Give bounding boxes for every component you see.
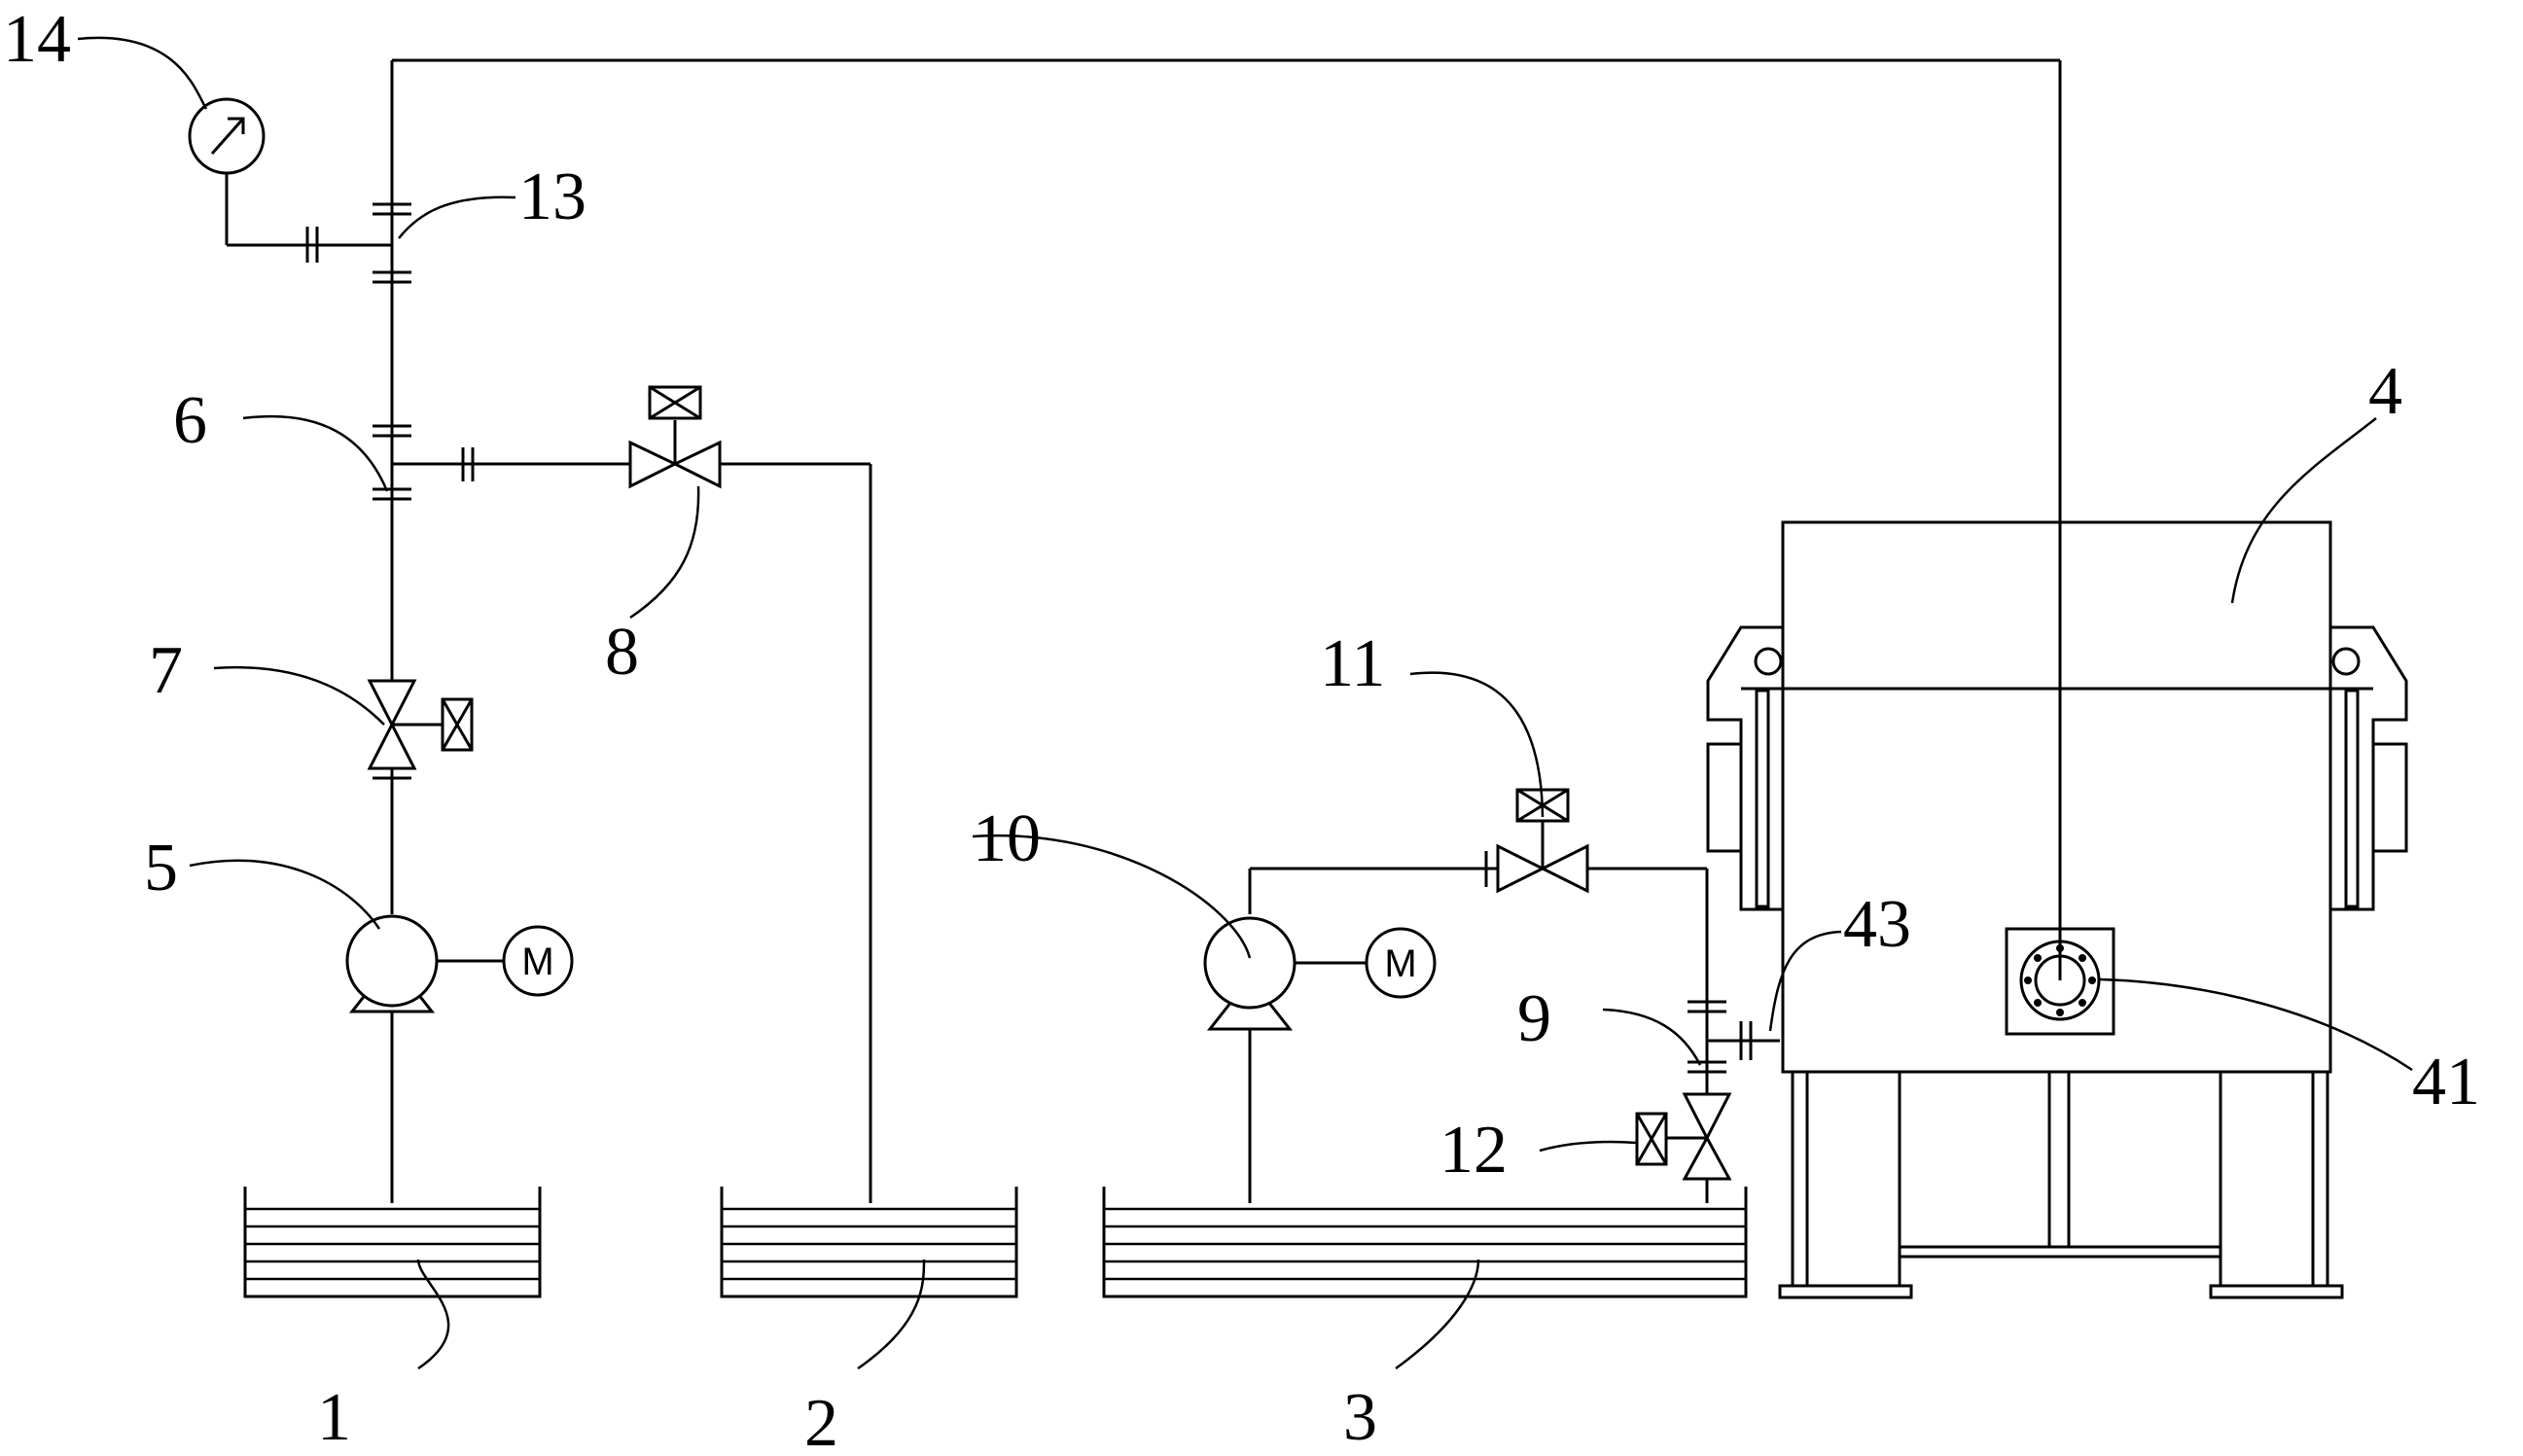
tank-1 [243, 1187, 542, 1298]
label-6: 6 [173, 383, 207, 458]
motor-letter: M [1384, 942, 1416, 985]
motor-icon: M [502, 925, 574, 997]
label-4: 4 [2368, 354, 2402, 429]
main-pipe [390, 58, 2062, 1203]
label-1: 1 [317, 1380, 351, 1455]
tank-3 [1102, 1187, 1748, 1298]
label-13: 13 [518, 160, 586, 234]
label-43: 43 [1843, 887, 1911, 962]
labels: 1 2 3 4 5 6 7 8 9 10 11 12 13 14 41 43 [3, 2, 2480, 1456]
machine-4 [1706, 520, 2408, 1299]
pump-icon [1203, 916, 1367, 1031]
gate-valve-icon [1496, 788, 1589, 894]
motor-icon: M [1365, 927, 1437, 999]
tank-2 [720, 1187, 1018, 1298]
pump-10-pipe [1248, 851, 1709, 1203]
branch-pipe-8 [392, 447, 872, 1203]
label-41: 41 [2412, 1045, 2480, 1119]
label-3: 3 [1343, 1380, 1377, 1455]
motor-letter: M [521, 941, 553, 983]
gate-valve-icon [367, 679, 474, 770]
gate-valve-icon [628, 385, 722, 489]
pipe-flange-icon [1688, 1000, 1780, 1074]
label-8: 8 [605, 615, 639, 690]
label-7: 7 [149, 633, 183, 708]
pump-icon [345, 914, 504, 1013]
label-10: 10 [973, 801, 1041, 876]
label-12: 12 [1439, 1113, 1508, 1188]
label-9: 9 [1517, 981, 1551, 1056]
label-5: 5 [144, 831, 178, 906]
gate-valve-icon [1635, 1092, 1732, 1181]
pressure-gauge-icon [188, 97, 392, 263]
leader-lines [77, 36, 2413, 1370]
label-2: 2 [804, 1386, 838, 1456]
label-11: 11 [1320, 626, 1385, 701]
label-14: 14 [3, 2, 71, 77]
